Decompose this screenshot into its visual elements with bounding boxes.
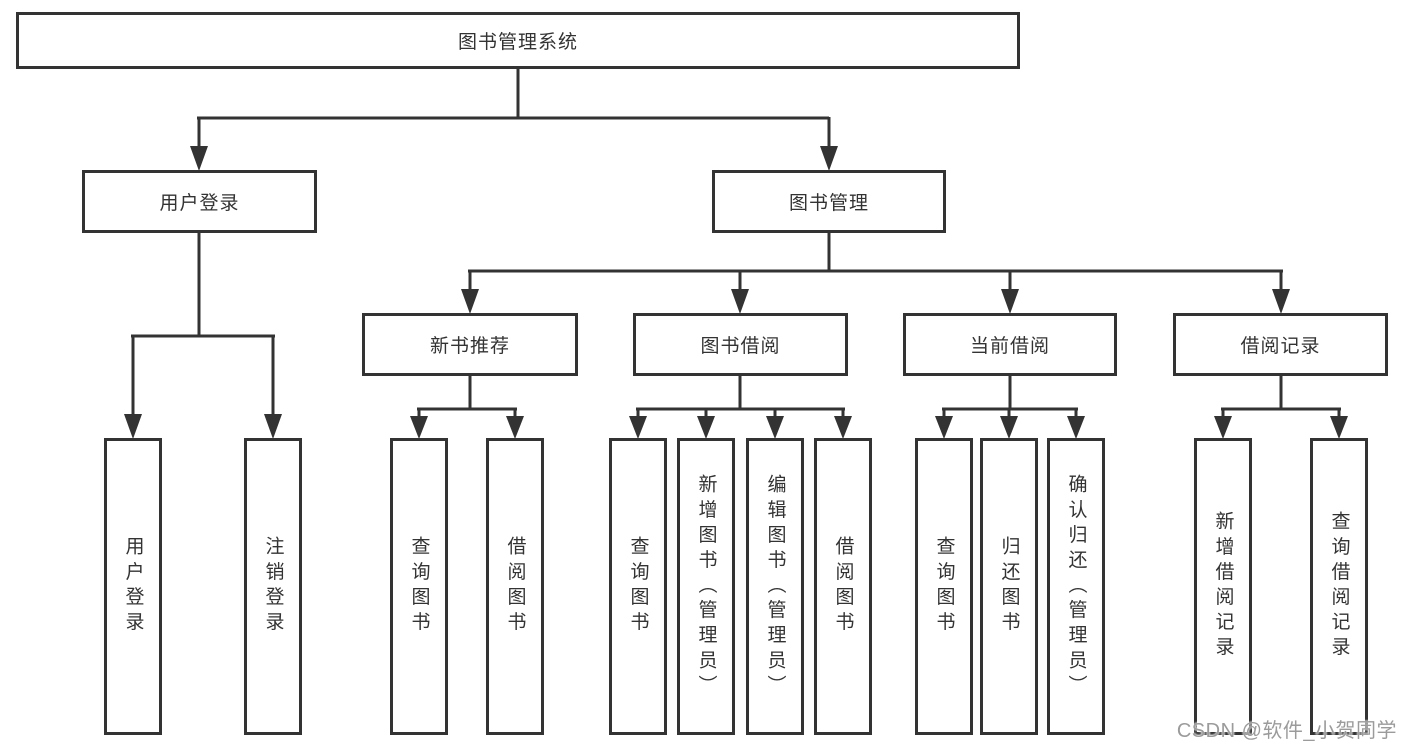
leaf-label: 借阅图书 [504,536,526,637]
node-label: 图书管理 [788,193,869,214]
node-borrow-records: 借阅记录 [1173,313,1388,376]
leaf-label: 新增借阅记录 [1212,511,1234,662]
node-label: 图书借阅 [700,336,781,357]
node-label: 当前借阅 [969,336,1050,357]
leaf-label: 用户登录 [122,536,144,637]
node-label: 图书管理系统 [457,32,578,53]
leaf-cb-return-books: 归还图书 [980,438,1038,735]
node-current-borrowing: 当前借阅 [903,313,1117,376]
leaf-label: 确认归还（管理员） [1065,473,1087,700]
leaf-cb-query-books: 查询图书 [915,438,973,735]
node-book-management: 图书管理 [712,170,946,233]
leaf-label: 借阅图书 [832,536,854,637]
leaf-bb-borrow-books: 借阅图书 [814,438,872,735]
leaf-label: 编辑图书（管理员） [764,473,786,700]
leaf-logout: 注销登录 [244,438,302,735]
leaf-bb-query-books: 查询图书 [609,438,667,735]
leaf-bb-add-books-admin: 新增图书（管理员） [677,438,735,735]
leaf-label: 查询图书 [627,536,649,637]
leaf-label: 查询图书 [933,536,955,637]
leaf-label: 新增图书（管理员） [695,473,717,700]
node-label: 新书推荐 [429,336,510,357]
leaf-label: 查询图书 [408,536,430,637]
node-label: 借阅记录 [1240,336,1321,357]
leaf-bb-edit-books-admin: 编辑图书（管理员） [746,438,804,735]
node-new-book-recommend: 新书推荐 [362,313,578,376]
leaf-nbr-borrow-books: 借阅图书 [486,438,544,735]
leaf-nbr-query-books: 查询图书 [390,438,448,735]
csdn-watermark: CSDN @软件_小贺同学 [1176,720,1397,742]
leaf-label: 归还图书 [998,536,1020,637]
node-user-login: 用户登录 [82,170,317,233]
leaf-label: 查询借阅记录 [1328,511,1350,662]
arrowheads [124,146,1348,439]
node-label: 用户登录 [159,193,240,214]
leaf-user-login: 用户登录 [104,438,162,735]
leaf-cb-confirm-return-admin: 确认归还（管理员） [1047,438,1105,735]
node-book-borrowing: 图书借阅 [633,313,848,376]
leaf-label: 注销登录 [262,536,284,637]
leaf-br-add-record: 新增借阅记录 [1194,438,1252,735]
leaf-br-query-record: 查询借阅记录 [1310,438,1368,735]
node-library-system: 图书管理系统 [16,12,1020,69]
